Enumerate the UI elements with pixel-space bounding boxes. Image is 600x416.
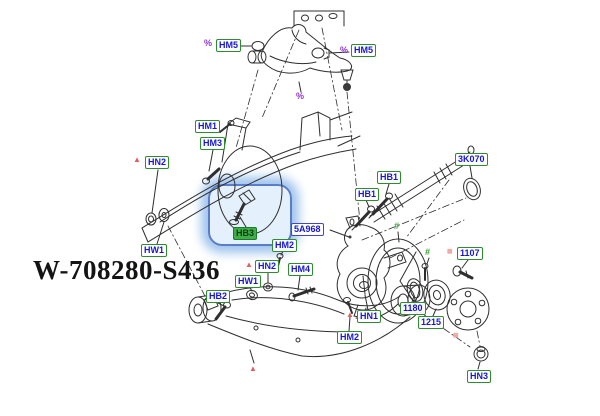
- callout-hm1[interactable]: HM1: [195, 120, 221, 133]
- callout-hw1-left[interactable]: HW1: [141, 244, 167, 257]
- triangle-marker-icon: ▲: [245, 260, 253, 269]
- callout-hw1-mid[interactable]: HW1: [235, 275, 261, 288]
- callout-1215[interactable]: 1215: [418, 316, 445, 329]
- axle-shaft-drawing: [369, 145, 481, 239]
- callout-hb2[interactable]: HB2: [206, 290, 231, 303]
- upper-control-arm-drawing: [235, 24, 361, 223]
- part-number-text: W-708280-S436: [33, 255, 220, 285]
- triangle-marker-icon: ▲: [249, 364, 257, 373]
- selected-bolt-drawing[interactable]: [229, 189, 256, 228]
- percent-marker-icon: %: [204, 38, 213, 48]
- callout-hn2-left[interactable]: HN2: [145, 156, 170, 169]
- percent-marker-icon: %: [296, 91, 305, 101]
- callout-hb1-upper[interactable]: HB1: [377, 171, 402, 184]
- callout-hm2-upper[interactable]: HM2: [272, 239, 298, 252]
- knuckle-drawing: [329, 215, 407, 319]
- callout-hm5-left[interactable]: HM5: [216, 39, 242, 52]
- hub-assembly-drawing: [361, 197, 490, 370]
- callout-1107[interactable]: 1107: [457, 247, 483, 260]
- square-marker-icon: ■: [447, 246, 453, 256]
- square-marker-icon: ■: [453, 330, 459, 340]
- callout-hm3[interactable]: HM3: [200, 137, 226, 150]
- callout-5a968[interactable]: 5A968: [291, 223, 324, 236]
- callout-hn1[interactable]: HN1: [357, 310, 382, 323]
- callout-1180[interactable]: 1180: [400, 302, 426, 315]
- callout-hm4[interactable]: HM4: [288, 263, 314, 276]
- upper-bracket-drawing: [293, 10, 345, 27]
- hb1-bolts-drawing: [351, 183, 393, 231]
- callout-hb1-lower[interactable]: HB1: [355, 188, 380, 201]
- hash-marker-icon: #: [394, 221, 400, 231]
- callout-hm2-lower[interactable]: HM2: [337, 331, 363, 344]
- callout-hn2-mid[interactable]: HN2: [255, 260, 280, 273]
- frame-rail-drawing: [141, 111, 361, 299]
- callout-hn3[interactable]: HN3: [467, 370, 492, 383]
- triangle-marker-icon: ▲: [346, 310, 354, 319]
- callout-hb3-selected[interactable]: HB3: [233, 227, 258, 240]
- triangle-marker-icon: ▲: [133, 155, 141, 164]
- percent-marker-icon: %: [340, 45, 349, 55]
- callout-hm5-right[interactable]: HM5: [351, 44, 377, 57]
- callout-3k070[interactable]: 3K070: [455, 153, 488, 166]
- hash-marker-icon: #: [425, 247, 431, 257]
